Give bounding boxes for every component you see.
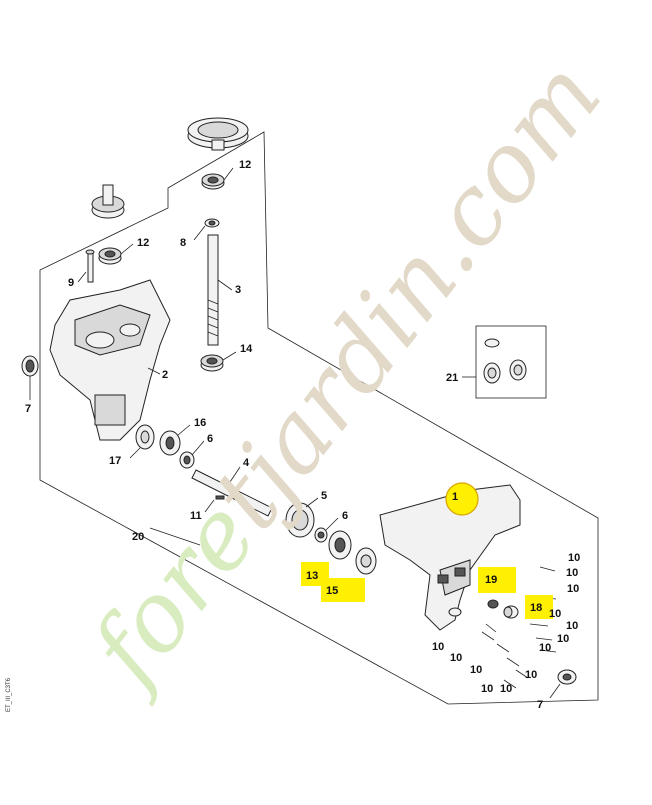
- label-10-j: 10: [470, 664, 482, 676]
- label-8: 8: [180, 237, 186, 249]
- label-10-g: 10: [539, 642, 551, 654]
- shaft-4: [191, 469, 273, 517]
- housing-2: [49, 279, 171, 441]
- label-17: 17: [109, 455, 121, 467]
- bearing-13: [328, 530, 352, 560]
- left-small-gear: [91, 184, 125, 219]
- gear-5: [285, 502, 315, 538]
- label-15: 15: [326, 585, 338, 597]
- label-6-upper: 6: [207, 433, 213, 445]
- label-6-lower: 6: [342, 510, 348, 522]
- highlight-18: [525, 595, 553, 619]
- shaft-3: [207, 234, 219, 346]
- seal-15: [355, 547, 377, 575]
- assembly-boundary: [39, 131, 599, 705]
- label-4: 4: [243, 457, 250, 469]
- plug-19: [487, 599, 499, 609]
- label-11: 11: [190, 510, 202, 522]
- label-9: 9: [68, 277, 74, 289]
- label-19: 19: [485, 574, 497, 586]
- washer-6-upper: [179, 451, 195, 469]
- label-10-d: 10: [549, 608, 561, 620]
- ring-8: [204, 218, 220, 228]
- bearing-16: [159, 430, 181, 456]
- label-2: 2: [162, 369, 168, 381]
- label-10-h: 10: [432, 641, 444, 653]
- label-12-upper: 12: [239, 159, 251, 171]
- highlight-19: [478, 567, 516, 593]
- watermark-part2: tjardin.com: [191, 41, 623, 550]
- label-10-f: 10: [557, 633, 569, 645]
- label-16: 16: [194, 417, 206, 429]
- label-3: 3: [235, 284, 241, 296]
- label-10-k: 10: [481, 683, 493, 695]
- label-7-left: 7: [25, 403, 31, 415]
- label-10-l: 10: [500, 683, 512, 695]
- label-5: 5: [321, 490, 327, 502]
- label-13: 13: [306, 570, 318, 582]
- label-10-c: 10: [567, 583, 579, 595]
- seal-7-left: [21, 355, 39, 377]
- pin-11: [215, 495, 225, 500]
- label-7-right: 7: [537, 699, 543, 711]
- label-10-i: 10: [450, 652, 462, 664]
- bolt-9: [85, 249, 95, 283]
- label-10-b: 10: [566, 567, 578, 579]
- label-1: 1: [452, 491, 458, 503]
- highlight-1: [445, 482, 479, 516]
- label-10-m: 10: [525, 669, 537, 681]
- seal-17: [135, 424, 155, 450]
- highlight-15: [321, 578, 365, 602]
- label-18: 18: [530, 602, 542, 614]
- side-code: ET_III_C3T6: [6, 677, 12, 712]
- label-10-e: 10: [566, 620, 578, 632]
- label-10-a: 10: [568, 552, 580, 564]
- bearing-14: [200, 354, 224, 372]
- label-12-lower: 12: [137, 237, 149, 249]
- kit-21-box: [475, 325, 547, 399]
- label-14: 14: [240, 343, 253, 355]
- bearing-12-lower: [98, 247, 122, 265]
- label-21: 21: [446, 372, 458, 384]
- bearing-12-upper: [201, 173, 225, 190]
- upper-gear: [187, 117, 249, 151]
- washer-6-lower: [314, 527, 328, 543]
- seal-7-right: [557, 669, 577, 685]
- housing-1: [379, 484, 521, 631]
- plug-18: [503, 605, 519, 619]
- label-20: 20: [132, 531, 144, 543]
